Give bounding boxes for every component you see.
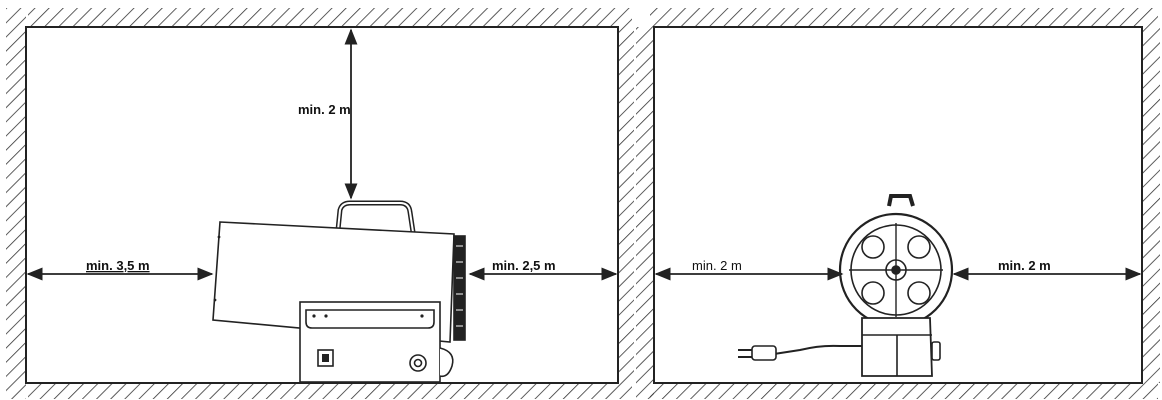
heater-side-view [212,200,466,383]
right-room-ceiling-hatch [650,8,1158,27]
label-min-right-front: min. 2 m [998,258,1051,273]
power-plug [751,345,777,361]
power-cord [773,344,862,355]
right-room: min. 2 m min. 2 m [636,8,1160,399]
right-room-outline [653,26,1143,384]
left-room-left-wall-hatch [6,8,26,399]
label-min-top: min. 2 m [298,102,351,117]
right-room-right-wall-hatch [1142,27,1160,383]
label-min-left-front: min. 2 m [692,258,742,273]
left-room-ceiling-hatch [28,8,632,27]
right-room-floor-hatch [650,383,1158,399]
label-min-left: min. 3,5 m [86,258,150,273]
left-room-floor-hatch [28,383,632,399]
heater-grille [453,235,466,341]
heater-wheel [439,347,454,378]
left-room: min. 2 m min. 3,5 m min. 2,5 m [6,8,634,399]
right-room-left-wall-hatch [636,27,654,399]
heater-front-view [738,194,954,377]
left-room-right-wall-hatch [618,27,634,383]
label-min-right: min. 2,5 m [492,258,556,273]
